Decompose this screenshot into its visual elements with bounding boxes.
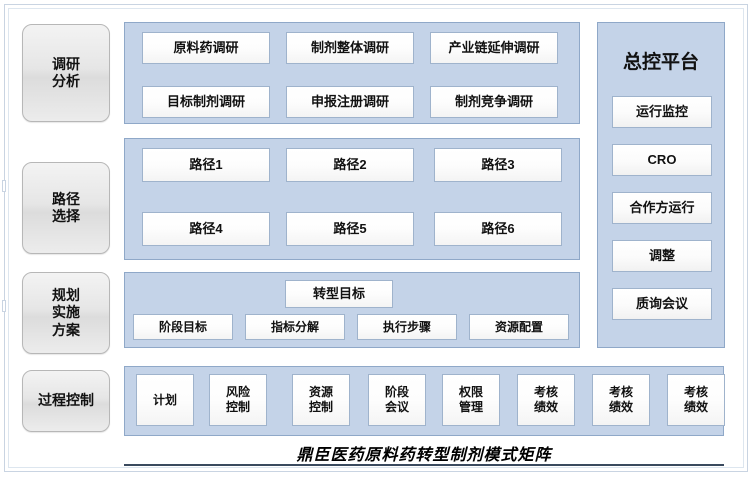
- category-path-selection[interactable]: 路径 选择: [22, 162, 110, 254]
- outer-frame: [4, 4, 748, 472]
- category-research-analysis-line2: 分析: [52, 73, 80, 89]
- category-research-analysis[interactable]: 调研 分析: [22, 24, 110, 122]
- item-stage-meeting[interactable]: 阶段 会议: [368, 374, 426, 426]
- item-stage-meeting-line1: 阶段: [384, 385, 409, 399]
- item-registration-research[interactable]: 申报注册调研: [286, 86, 414, 118]
- category-path-selection-line2: 选择: [52, 208, 80, 224]
- item-formulation-overall-research[interactable]: 制剂整体调研: [286, 32, 414, 64]
- item-plan-line1: 计划: [152, 392, 177, 407]
- item-authority-management-line2: 管理: [458, 400, 483, 414]
- category-research-analysis-line1: 调研: [52, 55, 80, 72]
- item-industry-chain-research[interactable]: 产业链延伸调研: [430, 32, 558, 64]
- category-planning-line1: 规划: [52, 286, 80, 303]
- item-assessment-performance-1-line1: 考核: [533, 385, 558, 399]
- item-raw-material-research[interactable]: 原料药调研: [142, 32, 270, 64]
- category-path-selection-line1: 路径: [52, 190, 80, 207]
- item-resource-allocation[interactable]: 资源配置: [469, 314, 569, 340]
- item-transformation-goal[interactable]: 转型目标: [285, 280, 393, 308]
- item-assessment-performance-1-line2: 绩效: [533, 400, 558, 414]
- category-planning-line2: 实施: [52, 304, 80, 321]
- item-stage-goal[interactable]: 阶段目标: [133, 314, 233, 340]
- category-process-control[interactable]: 过程控制: [22, 370, 110, 432]
- item-plan[interactable]: 计划: [136, 374, 194, 426]
- button-adjustment[interactable]: 调整: [612, 240, 712, 272]
- item-authority-management[interactable]: 权限 管理: [442, 374, 500, 426]
- button-operation-monitoring[interactable]: 运行监控: [612, 96, 712, 128]
- control-platform-title: 总控平台: [622, 51, 699, 73]
- item-authority-management-line1: 权限: [458, 385, 483, 399]
- item-path-2[interactable]: 路径2: [286, 148, 414, 182]
- category-process-control-label: 过程控制: [38, 392, 94, 409]
- item-path-1[interactable]: 路径1: [142, 148, 270, 182]
- item-indicator-breakdown[interactable]: 指标分解: [245, 314, 345, 340]
- category-planning-line3: 方案: [52, 321, 80, 338]
- item-resource-control[interactable]: 资源 控制: [292, 374, 350, 426]
- item-target-formulation-research[interactable]: 目标制剂调研: [142, 86, 270, 118]
- button-partner-operation[interactable]: 合作方运行: [612, 192, 712, 224]
- item-formulation-competition-research[interactable]: 制剂竞争调研: [430, 86, 558, 118]
- item-path-6[interactable]: 路径6: [434, 212, 562, 246]
- item-assessment-performance-3-line2: 绩效: [683, 400, 708, 414]
- item-assessment-performance-3-line1: 考核: [683, 385, 708, 399]
- item-path-4[interactable]: 路径4: [142, 212, 270, 246]
- item-path-3[interactable]: 路径3: [434, 148, 562, 182]
- left-edge-mark-1: [2, 180, 6, 192]
- item-assessment-performance-1[interactable]: 考核 绩效: [517, 374, 575, 426]
- item-risk-control-line2: 控制: [225, 400, 250, 414]
- item-assessment-performance-2[interactable]: 考核 绩效: [592, 374, 650, 426]
- inner-frame: [8, 8, 744, 468]
- item-risk-control[interactable]: 风险 控制: [209, 374, 267, 426]
- item-assessment-performance-3[interactable]: 考核 绩效: [667, 374, 725, 426]
- item-assessment-performance-2-line1: 考核: [608, 385, 633, 399]
- item-risk-control-line1: 风险: [225, 385, 250, 399]
- item-execution-steps[interactable]: 执行步骤: [357, 314, 457, 340]
- item-resource-control-line2: 控制: [308, 400, 333, 414]
- item-path-5[interactable]: 路径5: [286, 212, 414, 246]
- item-stage-meeting-line2: 会议: [384, 400, 409, 414]
- item-assessment-performance-2-line2: 绩效: [608, 400, 633, 414]
- item-resource-control-line1: 资源: [308, 385, 333, 399]
- diagram-caption: 鼎臣医药原料药转型制剂模式矩阵: [124, 442, 724, 466]
- left-edge-mark-2: [2, 300, 6, 312]
- category-planning-implementation[interactable]: 规划 实施 方案: [22, 272, 110, 354]
- button-cro[interactable]: CRO: [612, 144, 712, 176]
- button-inquiry-meeting[interactable]: 质询会议: [612, 288, 712, 320]
